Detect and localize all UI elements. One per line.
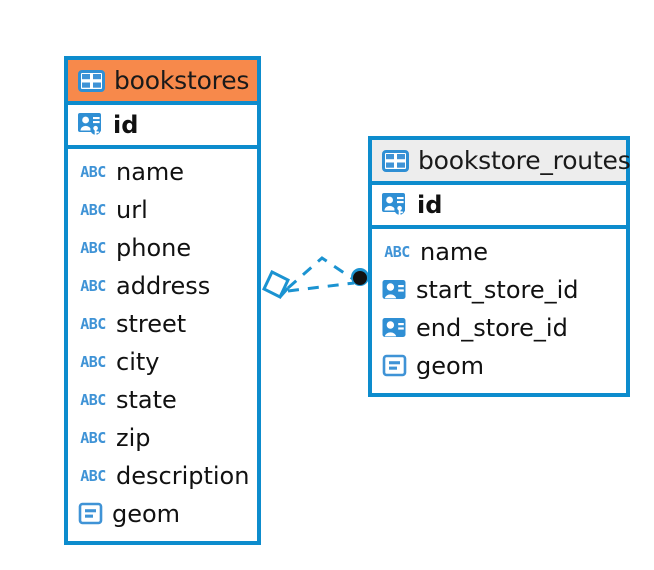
field-label: street [116, 310, 187, 338]
entity-primary-key-row[interactable]: id [68, 105, 257, 149]
field-label: name [420, 238, 489, 266]
field-row[interactable]: geom [372, 347, 626, 385]
field-label: zip [116, 424, 151, 452]
field-label: city [116, 348, 160, 376]
field-label: geom [112, 500, 181, 528]
entity-fields-list: ABC name ABC url ABC phone ABC address A… [68, 149, 257, 539]
entity-bookstores[interactable]: bookstores id [64, 56, 261, 545]
abc-text-icon: ABC [80, 314, 106, 333]
field-label: name [116, 158, 185, 186]
field-row[interactable]: ABC name [372, 233, 626, 271]
primary-key-label: id [113, 111, 139, 139]
entity-title: bookstore_routes [418, 146, 631, 175]
abc-text-icon: ABC [80, 200, 106, 219]
field-label: end_store_id [416, 314, 568, 342]
field-row[interactable]: ABC phone [68, 229, 257, 267]
abc-text-icon: ABC [384, 242, 410, 261]
field-row[interactable]: ABC state [68, 381, 257, 419]
entity-header-bookstores[interactable]: bookstores [68, 60, 257, 105]
geometry-icon [78, 502, 104, 526]
abc-text-icon: ABC [80, 238, 106, 257]
table-icon [78, 69, 105, 92]
relationship-branch-lower [287, 281, 355, 293]
abc-text-icon: ABC [80, 162, 106, 181]
field-label: address [116, 272, 211, 300]
field-row[interactable]: ABC city [68, 343, 257, 381]
abc-text-icon: ABC [80, 428, 106, 447]
geometry-icon [382, 354, 408, 378]
diamond-open-marker [262, 269, 290, 300]
table-icon [382, 149, 409, 172]
entity-bookstore-routes[interactable]: bookstore_routes id [368, 136, 631, 397]
field-label: description [116, 462, 250, 490]
abc-text-icon: ABC [80, 352, 106, 371]
primary-key-icon [78, 112, 105, 138]
relationship-branch-upper [287, 256, 357, 290]
field-label: start_store_id [416, 276, 579, 304]
foreign-key-icon [382, 279, 408, 301]
field-label: state [116, 386, 177, 414]
field-row[interactable]: end_store_id [372, 309, 626, 347]
field-row[interactable]: ABC url [68, 191, 257, 229]
entity-primary-key-row[interactable]: id [372, 185, 626, 229]
abc-text-icon: ABC [80, 390, 106, 409]
abc-text-icon: ABC [80, 466, 106, 485]
field-label: url [116, 196, 148, 224]
entity-header-bookstore-routes[interactable]: bookstore_routes [372, 140, 631, 185]
field-row[interactable]: ABC name [68, 153, 257, 191]
foreign-key-icon [382, 317, 408, 339]
field-label: geom [416, 352, 485, 380]
primary-key-label: id [417, 191, 443, 219]
field-row[interactable]: ABC address [68, 267, 257, 305]
field-row[interactable]: ABC street [68, 305, 257, 343]
abc-text-icon: ABC [80, 276, 106, 295]
entity-title: bookstores [114, 66, 250, 95]
field-row[interactable]: geom [68, 495, 257, 533]
entity-fields-list: ABC name start_store_id [372, 229, 626, 391]
field-row[interactable]: ABC zip [68, 419, 257, 457]
filled-circle-marker [351, 268, 369, 286]
field-label: phone [116, 234, 192, 262]
field-row[interactable]: start_store_id [372, 271, 626, 309]
field-row[interactable]: ABC description [68, 457, 257, 495]
primary-key-icon [382, 192, 409, 218]
